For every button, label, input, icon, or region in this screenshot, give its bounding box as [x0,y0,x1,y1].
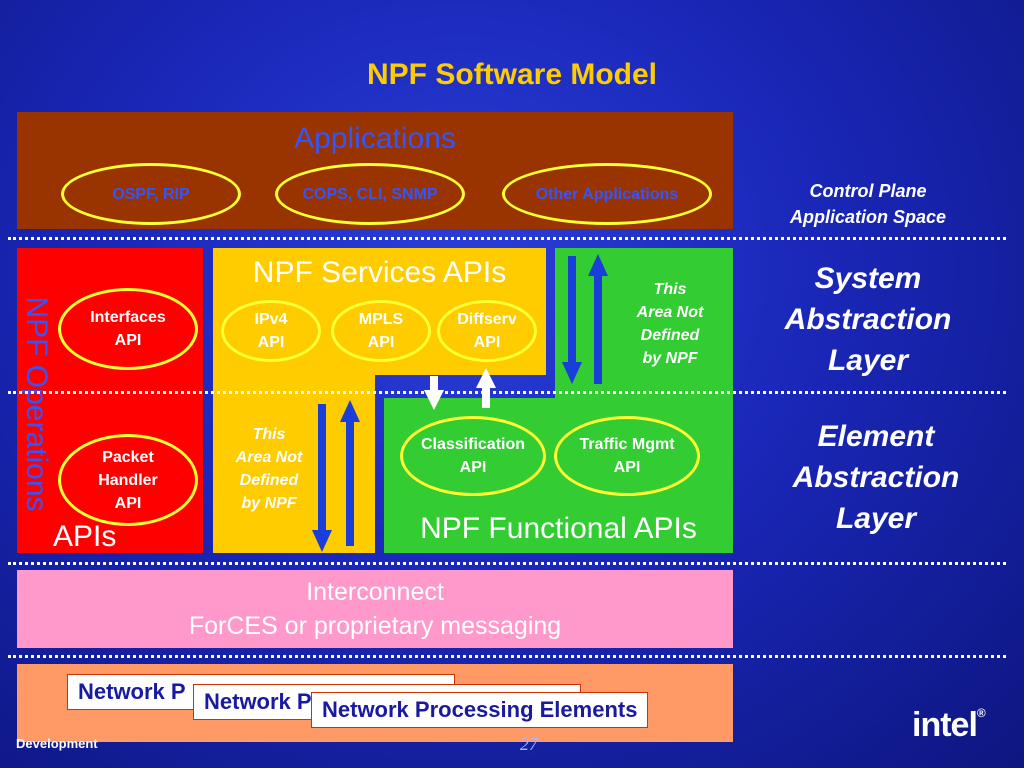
npf-functional-heading: NPF Functional APIs [420,512,697,545]
applications-box: Applications OSPF, RIP COPS, CLI, SNMP O… [17,112,733,229]
system-abstraction-layer-label: System Abstraction Layer [784,262,952,377]
interconnect-box: Interconnect ForCES or proprietary messa… [17,570,733,648]
divider-line [8,237,1006,240]
page-number: 27 [520,734,538,754]
interconnect-subtitle: ForCES or proprietary messaging [188,612,562,640]
ospf-rip-label: OSPF, RIP [112,185,190,203]
cops-cli-snmp-label: COPS, CLI, SNMP [302,185,438,203]
network-processing-elements-label: Network Processing Elements [311,692,649,728]
undefined-area-left-box: This Area Not Defined by NPF [213,375,375,553]
npf-operations-apis-label: APIs [53,520,117,553]
other-applications-label: Other Applications [535,185,679,203]
interconnect-title: Interconnect [306,578,444,606]
other-applications-oval: Other Applications [502,163,712,225]
control-plane-label: Control Plane Application Space [789,181,947,227]
npf-operations-vertical-label: NPF Operations [20,296,53,512]
divider-line [8,391,1006,394]
footer-left-text: Development [16,736,98,751]
cops-cli-snmp-oval: COPS, CLI, SNMP [275,163,465,225]
divider-line [8,655,1006,658]
slide-title: NPF Software Model [366,58,658,91]
ospf-rip-oval: OSPF, RIP [61,163,241,225]
applications-heading: Applications [294,122,456,155]
undefined-area-left-text: This Area Not Defined by NPF [235,426,303,512]
undefined-area-right-box: This Area Not Defined by NPF [555,248,733,398]
divider-line [8,562,1006,565]
intel-logo: intel® [912,706,986,744]
npf-services-heading: NPF Services APIs [252,256,507,289]
undefined-area-right-text: This Area Not Defined by NPF [636,281,704,367]
network-box: Network P Network P Network Processing E… [17,664,733,742]
element-abstraction-layer-label: Element Abstraction Layer [792,420,960,535]
